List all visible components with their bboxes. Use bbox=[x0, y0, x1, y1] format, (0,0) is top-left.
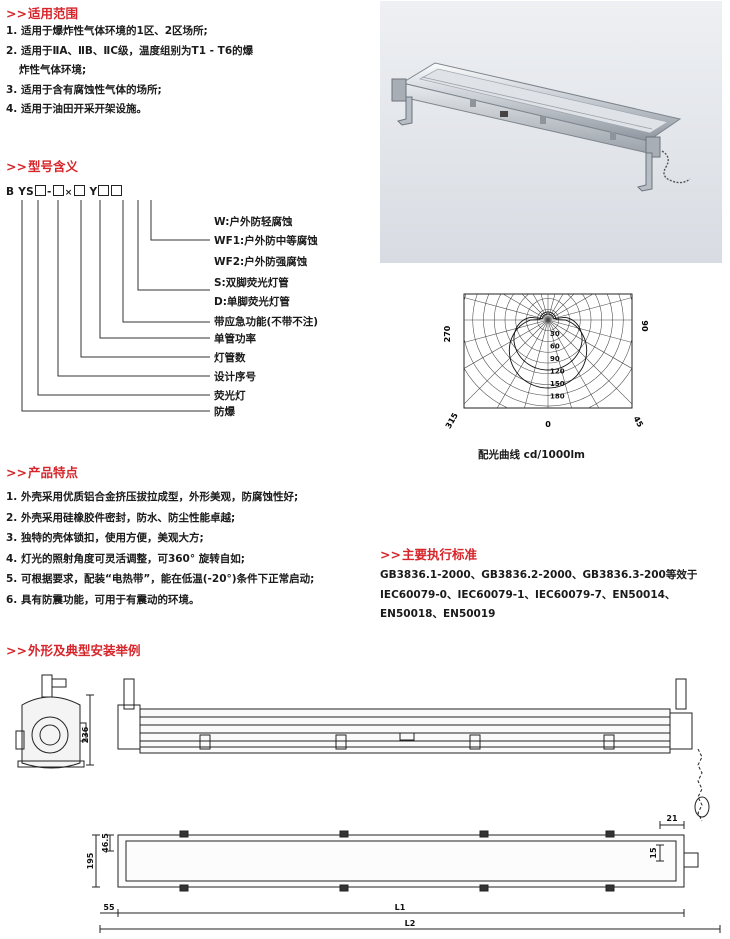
polar-spoke bbox=[547, 319, 632, 405]
list-item: 2. 外壳采用硅橡胶件密封，防水、防尘性能卓越; bbox=[6, 511, 236, 524]
model-code: B YS- × Y bbox=[6, 185, 123, 198]
dim-l1: L1 bbox=[395, 903, 406, 912]
list-item: 炸性气体环境; bbox=[19, 64, 87, 76]
polar-radial-label: 60 bbox=[550, 343, 560, 351]
polar-spoke bbox=[547, 319, 632, 343]
polar-label-left: 270 bbox=[443, 325, 452, 342]
model-label: 灯管数 bbox=[214, 352, 246, 364]
scope-list: 1. 适用于爆炸性气体环境的1区、2区场所; 2. 适用于ⅡA、ⅡB、ⅡC级，温… bbox=[6, 22, 253, 120]
polar-label-bottom-left: 315 bbox=[444, 411, 460, 430]
standards-section-title: >>主要执行标准 bbox=[380, 547, 477, 562]
model-label: 带应急功能(不带不注) bbox=[214, 316, 319, 328]
polar-radial-label: 30 bbox=[550, 330, 560, 338]
code-part: YS bbox=[18, 186, 35, 198]
model-section-title: >>型号含义 bbox=[6, 159, 78, 174]
polar-spoke bbox=[532, 294, 549, 321]
polar-spoke bbox=[496, 319, 549, 408]
list-item: 2. 适用于ⅡA、ⅡB、ⅡC级，温度组别为T1 - T6的爆 bbox=[6, 44, 254, 57]
model-label: S:双脚荧光灯管 bbox=[214, 277, 289, 289]
model-label: WF1:户外防中等腐蚀 bbox=[214, 235, 318, 247]
polar-spoke bbox=[547, 319, 572, 408]
polar-label-bottom-right: 45 bbox=[631, 415, 645, 430]
polar-spoke bbox=[524, 319, 549, 408]
code-box bbox=[35, 185, 47, 196]
list-item: 4. 适用于油田开采开架设施。 bbox=[6, 103, 147, 115]
code-box bbox=[98, 185, 110, 196]
model-tree-lines bbox=[21, 200, 210, 412]
polar-spoke bbox=[547, 294, 594, 321]
dim-side-height: 236 bbox=[81, 726, 90, 743]
polar-spoke bbox=[464, 319, 549, 343]
polar-curve-chart: 30 60 90 120 150 180 270 90 315 0 45 bbox=[443, 293, 649, 430]
polar-spoke bbox=[464, 319, 549, 369]
list-item: 5. 可根据要求，配装“电热带”，能在低温(-20°)条件下正常启动; bbox=[6, 573, 315, 585]
dim-d1: 46.5 bbox=[101, 833, 110, 853]
model-label: D:单脚荧光灯管 bbox=[214, 296, 290, 308]
polar-radial-label: 150 bbox=[550, 380, 565, 388]
lamp-illustration bbox=[391, 62, 691, 192]
scope-section-title: >>适用范围 bbox=[6, 6, 78, 21]
polar-spoke bbox=[547, 294, 575, 321]
code-box bbox=[73, 185, 85, 196]
polar-spoke bbox=[547, 319, 632, 369]
dim-d4: 15 bbox=[649, 847, 658, 859]
list-item: 1. 外壳采用优质铝合金挤压拔拉成型，外形美观，防腐蚀性好; bbox=[6, 491, 299, 503]
polar-radial-label: 90 bbox=[550, 355, 560, 363]
code-box bbox=[111, 185, 123, 196]
model-label: W:户外防轻腐蚀 bbox=[214, 216, 293, 228]
dim-d5: 55 bbox=[103, 903, 115, 912]
polar-spoke bbox=[540, 294, 549, 321]
features-list: 1. 外壳采用优质铝合金挤压拔拉成型，外形美观，防腐蚀性好; 2. 外壳采用硅橡… bbox=[6, 487, 314, 610]
model-label: WF2:户外防强腐蚀 bbox=[214, 256, 308, 268]
model-label: 防爆 bbox=[214, 406, 235, 418]
dim-d2: 195 bbox=[86, 852, 95, 869]
list-item: 4. 灯光的照射角度可灵活调整，可360° 旋转自如; bbox=[6, 552, 245, 565]
model-label: 单管功率 bbox=[214, 333, 256, 345]
polar-caption: 配光曲线 cd/1000lm bbox=[478, 449, 585, 461]
dim-l2: L2 bbox=[405, 919, 416, 928]
features-section-title: >>产品特点 bbox=[6, 465, 78, 480]
polar-curve bbox=[508, 311, 588, 389]
install-section-title: >>外形及典型安装举例 bbox=[6, 643, 141, 658]
list-item: 1. 适用于爆炸性气体环境的1区、2区场所; bbox=[6, 25, 208, 37]
polar-spoke bbox=[547, 319, 600, 408]
polar-spoke bbox=[547, 294, 556, 321]
list-item: 6. 具有防震功能，可用于有震动的环境。 bbox=[6, 593, 200, 606]
code-part: B bbox=[6, 186, 15, 198]
polar-radial-label: 180 bbox=[550, 393, 565, 401]
polar-curve bbox=[513, 313, 583, 371]
polar-spoke bbox=[521, 294, 549, 321]
polar-spoke bbox=[464, 297, 549, 321]
list-item: 3. 独特的壳体锁扣，使用方便，美观大方; bbox=[6, 532, 204, 544]
polar-label-bottom: 0 bbox=[545, 420, 551, 429]
code-part: × bbox=[64, 188, 73, 198]
list-item: 3. 适用于含有腐蚀性气体的场所; bbox=[6, 83, 162, 96]
polar-spoke bbox=[464, 319, 549, 405]
model-label: 设计序号 bbox=[214, 371, 256, 383]
dim-d3: 21 bbox=[666, 814, 678, 823]
product-photo bbox=[380, 1, 722, 263]
code-box bbox=[52, 185, 64, 196]
polar-spoke bbox=[547, 297, 632, 321]
polar-radial-label: 120 bbox=[550, 368, 565, 376]
code-part: Y bbox=[89, 186, 98, 198]
code-part: - bbox=[47, 186, 52, 198]
install-drawing: 236 46.5 195 21 15 55 L1 L2 bbox=[15, 674, 721, 933]
standards-text: GB3836.1-2000、GB3836.2-2000、GB3836.3-200… bbox=[380, 569, 698, 620]
polar-spoke bbox=[547, 294, 564, 321]
polar-spoke bbox=[502, 294, 549, 321]
polar-label-right: 90 bbox=[640, 320, 649, 332]
model-label: 荧光灯 bbox=[214, 390, 246, 402]
